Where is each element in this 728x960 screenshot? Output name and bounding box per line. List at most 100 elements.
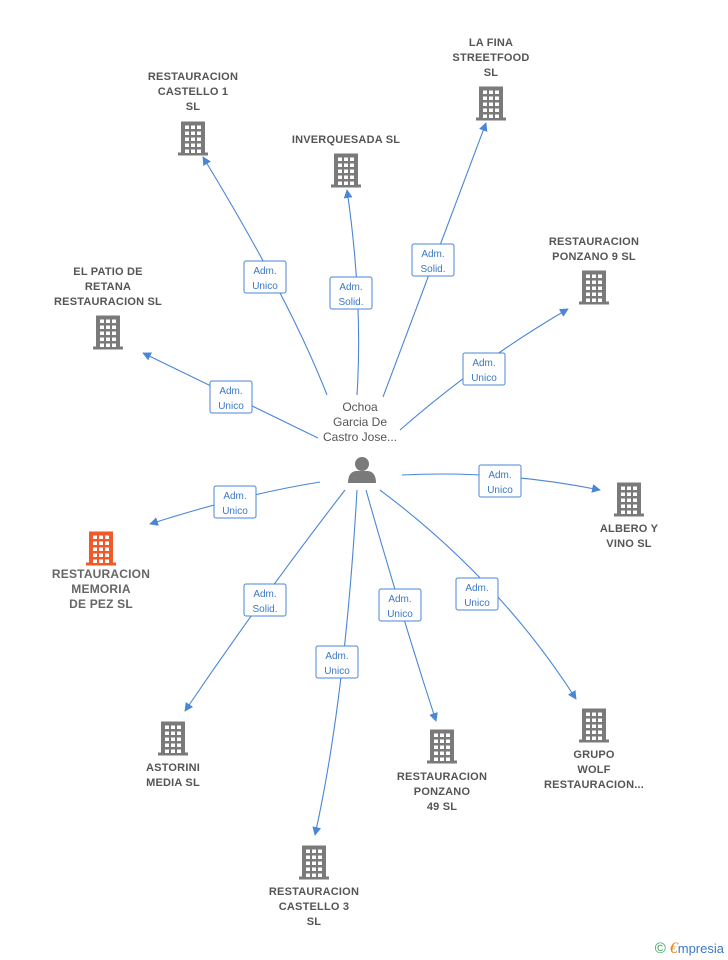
edge-label-text: Adm. <box>339 282 362 293</box>
person-name: Garcia De <box>333 415 387 429</box>
company-name: ASTORINI <box>146 762 200 774</box>
edge-label-text: Unico <box>324 666 350 677</box>
edge-label-text: Unico <box>387 609 413 620</box>
edge-label-text: Adm. <box>421 249 444 260</box>
company-name: CASTELLO 1 <box>158 86 228 98</box>
building-icon <box>93 315 123 350</box>
building-icon <box>579 270 609 305</box>
company-node-castello1[interactable]: RESTAURACION CASTELLO 1 SL <box>148 71 238 156</box>
company-name: RESTAURACION SL <box>54 296 162 308</box>
company-name: SL <box>307 916 322 928</box>
company-name: MEDIA SL <box>146 777 200 789</box>
edge-label-box <box>478 464 522 498</box>
company-name: RETANA <box>85 281 131 293</box>
company-node-elpatio[interactable]: EL PATIO DE RETANA RESTAURACION SL <box>54 266 162 350</box>
edge-label-memoria[interactable]: Adm. Unico <box>213 485 257 519</box>
company-name: RESTAURACION... <box>544 779 644 791</box>
edge-label-box <box>378 588 422 622</box>
edge-label-astorini[interactable]: Adm. Solid. <box>243 583 287 617</box>
edge-label-text: Adm. <box>465 583 488 594</box>
edge-label-text: Unico <box>218 401 244 412</box>
person-name: Ochoa <box>342 400 378 414</box>
edge-label-inverquesada[interactable]: Adm. Solid. <box>329 276 373 310</box>
company-name: RESTAURACION <box>397 771 487 783</box>
person-icon <box>348 457 376 483</box>
edge-label-text: Unico <box>471 373 497 384</box>
company-node-lafina[interactable]: LA FINA STREETFOOD SL <box>452 37 529 121</box>
edge-lafina <box>382 122 488 398</box>
brand-logo-text: mpresia <box>677 941 724 956</box>
edge-label-text: Unico <box>487 485 513 496</box>
edge-label-castello3[interactable]: Adm. Unico <box>315 645 359 679</box>
company-name: SL <box>186 101 201 113</box>
company-name: LA FINA <box>469 37 513 49</box>
edge-label-grupowolf[interactable]: Adm. Unico <box>455 577 499 611</box>
company-name: MEMORIA <box>71 582 131 596</box>
building-icon <box>86 531 116 566</box>
edge-label-text: Unico <box>222 506 248 517</box>
edge-label-text: Adm. <box>253 589 276 600</box>
edge-label-box <box>213 485 257 519</box>
edge-label-text: Adm. <box>472 358 495 369</box>
company-node-inverquesada[interactable]: INVERQUESADA SL <box>292 134 400 188</box>
company-name: VINO SL <box>606 538 651 550</box>
building-icon <box>299 845 329 880</box>
edge-label-text: Solid. <box>420 264 445 275</box>
edge-label-box <box>209 380 253 414</box>
edge-label-ponzano9[interactable]: Adm. Unico <box>462 352 506 386</box>
person-name: Castro Jose... <box>323 430 397 444</box>
building-icon <box>579 708 609 743</box>
company-node-castello3[interactable]: RESTAURACION CASTELLO 3 SL <box>269 845 359 929</box>
company-name: PONZANO 9 SL <box>552 251 636 263</box>
edge-label-lafina[interactable]: Adm. Solid. <box>411 243 455 277</box>
edge-label-text: Solid. <box>252 604 277 615</box>
edge-label-box <box>329 276 373 310</box>
company-node-grupowolf[interactable]: GRUPO WOLF RESTAURACION... <box>544 708 644 792</box>
building-icon <box>427 729 457 764</box>
company-name: RESTAURACION <box>549 236 639 248</box>
building-icon <box>158 721 188 756</box>
nodes-layer: RESTAURACION CASTELLO 1 SL INVERQUESADA SL L… <box>52 37 659 929</box>
building-icon <box>614 482 644 517</box>
company-name: WOLF <box>577 764 610 776</box>
company-name: 49 SL <box>427 801 457 813</box>
edge-label-box <box>462 352 506 386</box>
building-icon <box>178 121 208 156</box>
company-name: SL <box>484 67 499 79</box>
edge-label-text: Adm. <box>488 470 511 481</box>
edge-label-text: Adm. <box>325 651 348 662</box>
company-name: DE PEZ SL <box>69 597 133 611</box>
company-name: CASTELLO 3 <box>279 901 349 913</box>
edge-label-box <box>455 577 499 611</box>
building-icon <box>476 86 506 121</box>
edge-label-box <box>315 645 359 679</box>
company-node-ponzano9[interactable]: RESTAURACION PONZANO 9 SL <box>549 236 639 305</box>
edge-label-text: Unico <box>464 598 490 609</box>
company-name: INVERQUESADA SL <box>292 134 400 146</box>
company-name: EL PATIO DE <box>73 266 142 278</box>
edge-label-box <box>243 583 287 617</box>
company-name: RESTAURACION <box>148 71 238 83</box>
edge-label-text: Adm. <box>223 491 246 502</box>
edge-label-castello1[interactable]: Adm.Unico <box>243 260 287 294</box>
company-name: RESTAURACION <box>269 886 359 898</box>
edge-label-text: Unico <box>252 281 278 292</box>
edge-label-text: Solid. <box>338 297 363 308</box>
building-icon <box>331 153 361 188</box>
copyright-icon: © <box>654 940 666 957</box>
company-name: STREETFOOD <box>452 52 529 64</box>
edge-label-box <box>411 243 455 277</box>
company-node-astorini[interactable]: ASTORINI MEDIA SL <box>146 721 200 790</box>
edge-label-albero[interactable]: Adm. Unico <box>478 464 522 498</box>
footer-brand: ©€mpresia <box>655 940 724 958</box>
edge-label-elpatio[interactable]: Adm.Unico <box>209 380 253 414</box>
company-name: GRUPO <box>573 749 615 761</box>
company-name: RESTAURACION <box>52 567 150 581</box>
edge-label-ponzano49[interactable]: Adm.Unico <box>378 588 422 622</box>
